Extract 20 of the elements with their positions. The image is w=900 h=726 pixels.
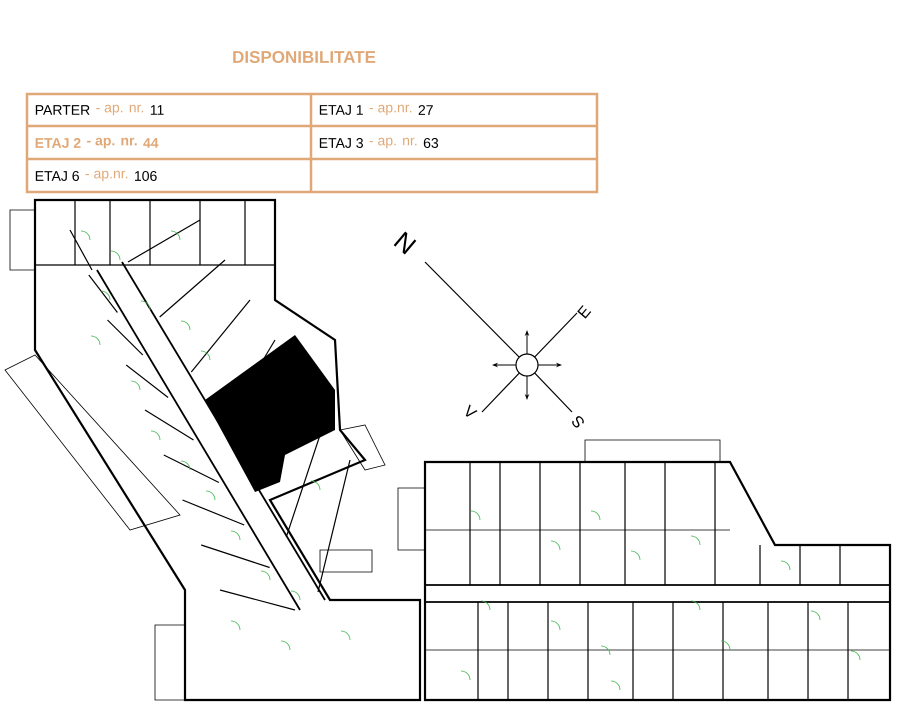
- compass-letter: S: [572, 416, 584, 428]
- cell-text: PARTER: [36, 105, 90, 115]
- compass-letter: E: [577, 305, 592, 319]
- cell-text: 44: [143, 138, 158, 148]
- cell-text: ETAJ 6: [36, 171, 79, 181]
- cell-text: - ap.nr.: [86, 170, 128, 182]
- cell-text: ETAJ 1: [320, 105, 363, 115]
- cell-text: - ap. nr.: [96, 104, 144, 116]
- cell-text: 11: [150, 105, 164, 115]
- title: DISPONIBILITATE: [233, 50, 376, 64]
- compass-letter: N: [394, 231, 416, 255]
- cell-text: 27: [418, 105, 433, 115]
- cell-text: ETAJ 3: [320, 138, 363, 148]
- cell-text: - ap.nr.: [370, 104, 412, 116]
- compass-letter: V: [466, 404, 478, 417]
- cell-text: ETAJ 2: [36, 138, 81, 148]
- cell-text: 106: [135, 171, 157, 181]
- cell-text: 63: [424, 138, 438, 148]
- cell-text: - ap. nr.: [87, 138, 137, 148]
- cell-text: - ap. nr.: [370, 138, 416, 148]
